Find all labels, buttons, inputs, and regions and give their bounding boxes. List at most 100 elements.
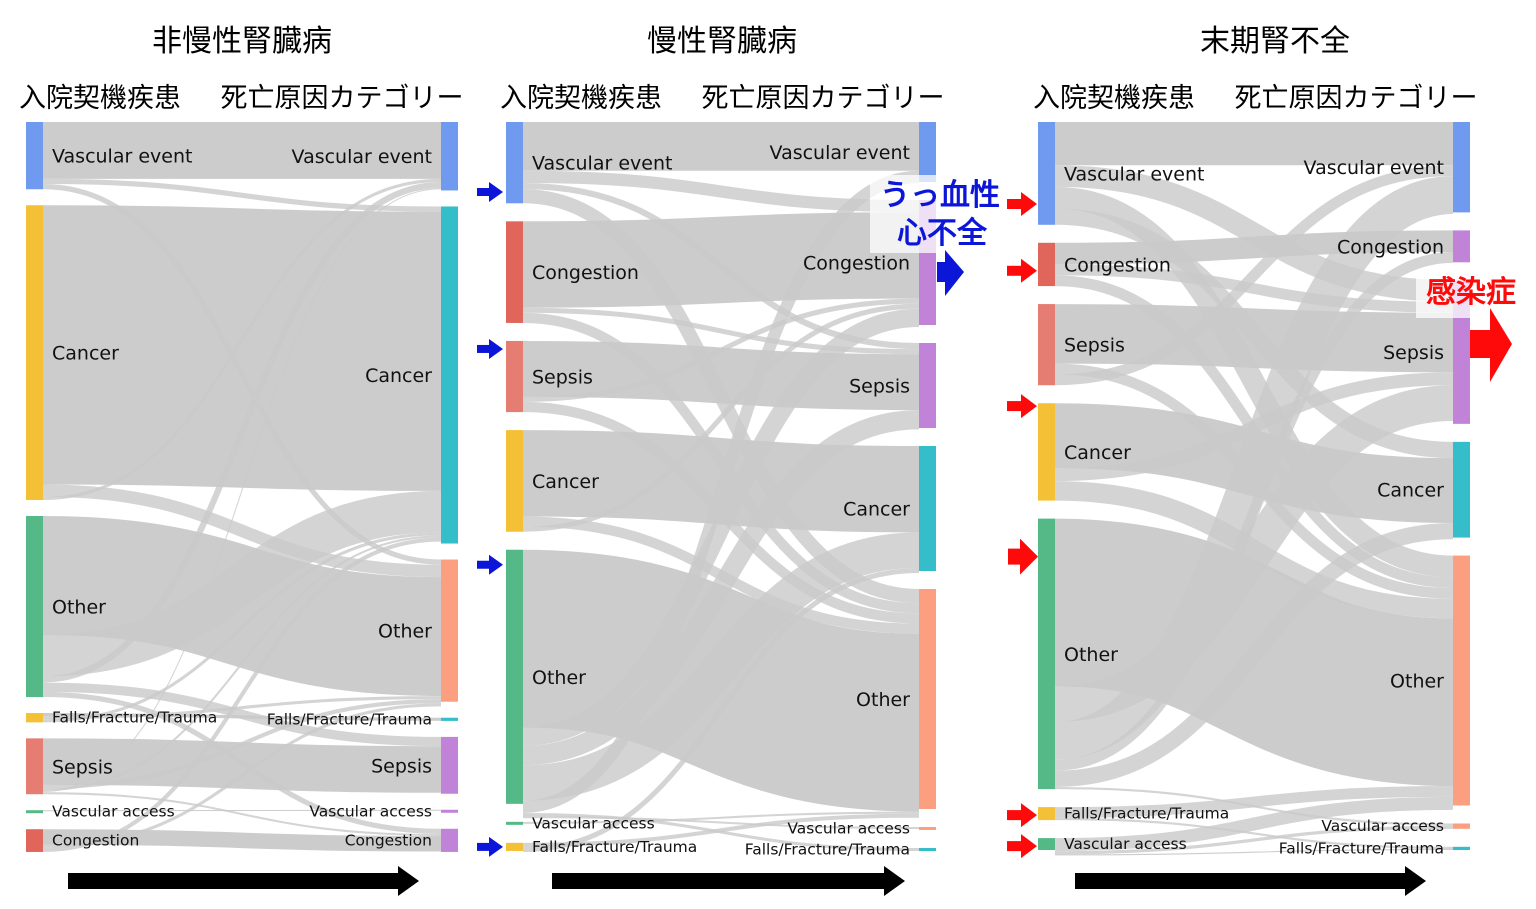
panel-3-target-label-other: Other xyxy=(1390,671,1444,693)
panel-3-red-arrow-vascular-access xyxy=(1007,834,1037,859)
panel-3-target-node-falls-fracture-trauma xyxy=(1453,846,1470,850)
panel-1-target-header: 死亡原因カテゴリー xyxy=(221,83,464,114)
infection-callout: 感染症 xyxy=(1416,272,1524,382)
panel-3-source-node-sepsis xyxy=(1038,304,1055,386)
panel-3-target-label-vascular-access: Vascular access xyxy=(1321,817,1444,835)
panel-1-source-label-other: Other xyxy=(52,597,106,619)
panel-1-link-vascular-event-to-cancer xyxy=(42,178,442,212)
panel-2-link-vascular-access-to-other xyxy=(522,811,920,824)
labels-layer: Vascular eventCancerOtherFalls/Fracture/… xyxy=(52,142,1444,859)
panel-2-link-other-to-sepsis xyxy=(522,410,920,766)
panel-2-link-falls-fracture-trauma-to-other xyxy=(522,813,920,847)
panel-3-red-arrow-other xyxy=(1008,538,1038,575)
panel-2-link-congestion-to-congestion xyxy=(522,212,920,308)
panel-1-time-arrow xyxy=(68,866,419,896)
panel-3-source-label-vascular-access: Vascular access xyxy=(1064,835,1187,853)
panel-2-target-label-vascular-event: Vascular event xyxy=(770,142,910,164)
panel-3-red-arrow-falls-fracture-trauma xyxy=(1007,803,1037,828)
panel-3-red-arrow-vascular-event xyxy=(1007,192,1037,216)
panel-1-link-falls-fracture-trauma-to-falls-fracture-trauma xyxy=(42,713,442,721)
panel-3-red-arrow-sepsis xyxy=(1007,394,1037,419)
panel-3-target-node-vascular-event xyxy=(1453,122,1470,213)
panel-2-target-node-vascular-access xyxy=(919,827,936,830)
panel-3-target-node-cancer xyxy=(1453,441,1470,538)
panel-3-source-node-vascular-access xyxy=(1038,838,1055,850)
panel-3-target-label-cancer: Cancer xyxy=(1377,480,1444,502)
panel-2-link-sepsis-to-sepsis xyxy=(522,340,920,411)
panel-2-target-label-falls-fracture-trauma: Falls/Fracture/Trauma xyxy=(745,841,910,859)
panel-2-title: 慢性腎臓病 xyxy=(647,24,797,59)
panel-2-link-other-to-vascular-event xyxy=(522,170,920,813)
panel-2-target-node-falls-fracture-trauma xyxy=(919,848,936,851)
panel-1-link-sepsis-to-vascular-event xyxy=(42,188,442,793)
panel-1-source-node-vascular-access xyxy=(26,810,43,814)
panel-1-source-node-sepsis xyxy=(26,738,43,795)
panel-2-source-node-congestion xyxy=(506,221,523,323)
panel-2-target-header: 死亡原因カテゴリー xyxy=(702,83,945,114)
panel-2-source-label-other: Other xyxy=(532,667,586,689)
panel-3-link-vascular-access-to-falls-fracture-trauma xyxy=(1054,848,1454,856)
panel-1-source-label-congestion: Congestion xyxy=(52,832,139,850)
panel-1-source-label-sepsis: Sepsis xyxy=(52,756,113,778)
links-layer xyxy=(42,121,1455,856)
panel-3-source-node-congestion xyxy=(1038,242,1055,287)
panel-1-source-label-falls-fracture-trauma: Falls/Fracture/Trauma xyxy=(52,709,217,727)
panel-1-link-congestion-to-cancer xyxy=(42,537,442,852)
panel-3-target-label-sepsis: Sepsis xyxy=(1383,342,1444,364)
infection-label: 感染症 xyxy=(1426,275,1516,310)
panel-2-link-falls-fracture-trauma-to-cancer xyxy=(522,567,920,852)
panel-2-source-node-vascular-event xyxy=(506,122,523,204)
panel-1-source-node-vascular-event xyxy=(26,122,43,190)
panel-2-source-header: 入院契機疾患 xyxy=(500,83,662,114)
panel-1-source-node-other xyxy=(26,516,43,698)
panel-2-blue-arrow-other xyxy=(477,554,503,575)
panel-2-target-label-vascular-access: Vascular access xyxy=(787,820,910,838)
panel-1-link-sepsis-to-cancer xyxy=(42,535,442,792)
panel-3-link-sepsis-to-other xyxy=(1054,363,1454,599)
heart-failure-line1: うっ血性 xyxy=(880,178,1000,213)
panel-3-link-other-to-cancer xyxy=(1054,523,1454,787)
panel-1-link-cancer-to-vascular-event xyxy=(42,178,442,501)
panel-2-time-arrow xyxy=(552,866,905,896)
panel-3-link-congestion-to-other xyxy=(1054,275,1454,589)
panel-2-blue-arrow-sepsis xyxy=(477,338,503,359)
panel-1-target-node-vascular-event xyxy=(441,122,458,191)
panel-3-source-label-congestion: Congestion xyxy=(1064,254,1171,276)
panel-3-link-vascular-access-to-other xyxy=(1054,796,1454,852)
panel-2-link-other-to-falls-fracture-trauma xyxy=(522,812,920,852)
panel-1-target-label-vascular-event: Vascular event xyxy=(292,146,432,168)
panel-3-link-falls-fracture-trauma-to-other xyxy=(1054,786,1454,818)
nodes-layer xyxy=(26,122,1470,852)
panel-1-link-other-to-sepsis xyxy=(42,682,442,747)
panel-1-target-label-other: Other xyxy=(378,621,432,643)
panel-3-link-congestion-to-congestion xyxy=(1054,230,1454,265)
panel-3-source-node-falls-fracture-trauma xyxy=(1038,807,1055,821)
panel-3-target-node-vascular-access xyxy=(1453,823,1470,829)
panel-3-link-other-to-vascular-access xyxy=(1054,786,1454,826)
panel-1-link-sepsis-to-congestion xyxy=(42,792,442,837)
panel-1-target-node-congestion xyxy=(441,828,458,852)
panel-1-link-vascular-event-to-other xyxy=(42,184,442,565)
panel-2-source-label-cancer: Cancer xyxy=(532,471,599,493)
panel-1-link-congestion-to-congestion xyxy=(42,829,442,852)
panel-3-source-node-other xyxy=(1038,518,1055,790)
panel-1-source-node-congestion xyxy=(26,829,43,852)
panel-3-source-node-cancer xyxy=(1038,403,1055,501)
panel-1-title: 非慢性腎臓病 xyxy=(152,24,332,59)
panel-3-target-label-congestion: Congestion xyxy=(1337,236,1444,258)
panel-3-red-arrow-congestion xyxy=(1007,258,1037,283)
panel-2-target-label-other: Other xyxy=(856,689,910,711)
panel-1-source-node-falls-fracture-trauma xyxy=(26,713,43,723)
panel-2-link-sepsis-to-congestion xyxy=(522,298,920,402)
panel-2-source-label-congestion: Congestion xyxy=(532,262,639,284)
panel-2-link-cancer-to-other xyxy=(522,516,920,634)
panel-2-target-label-congestion: Congestion xyxy=(803,253,910,275)
panel-1-link-cancer-to-cancer xyxy=(42,205,442,491)
panel-3-link-congestion-to-sepsis xyxy=(1054,264,1454,313)
panel-3-target-label-falls-fracture-trauma: Falls/Fracture/Trauma xyxy=(1279,839,1444,857)
panel-2-target-node-vascular-event xyxy=(919,122,936,182)
panel-3-source-node-vascular-event xyxy=(1038,122,1055,225)
panel-1-target-node-falls-fracture-trauma xyxy=(441,717,458,721)
